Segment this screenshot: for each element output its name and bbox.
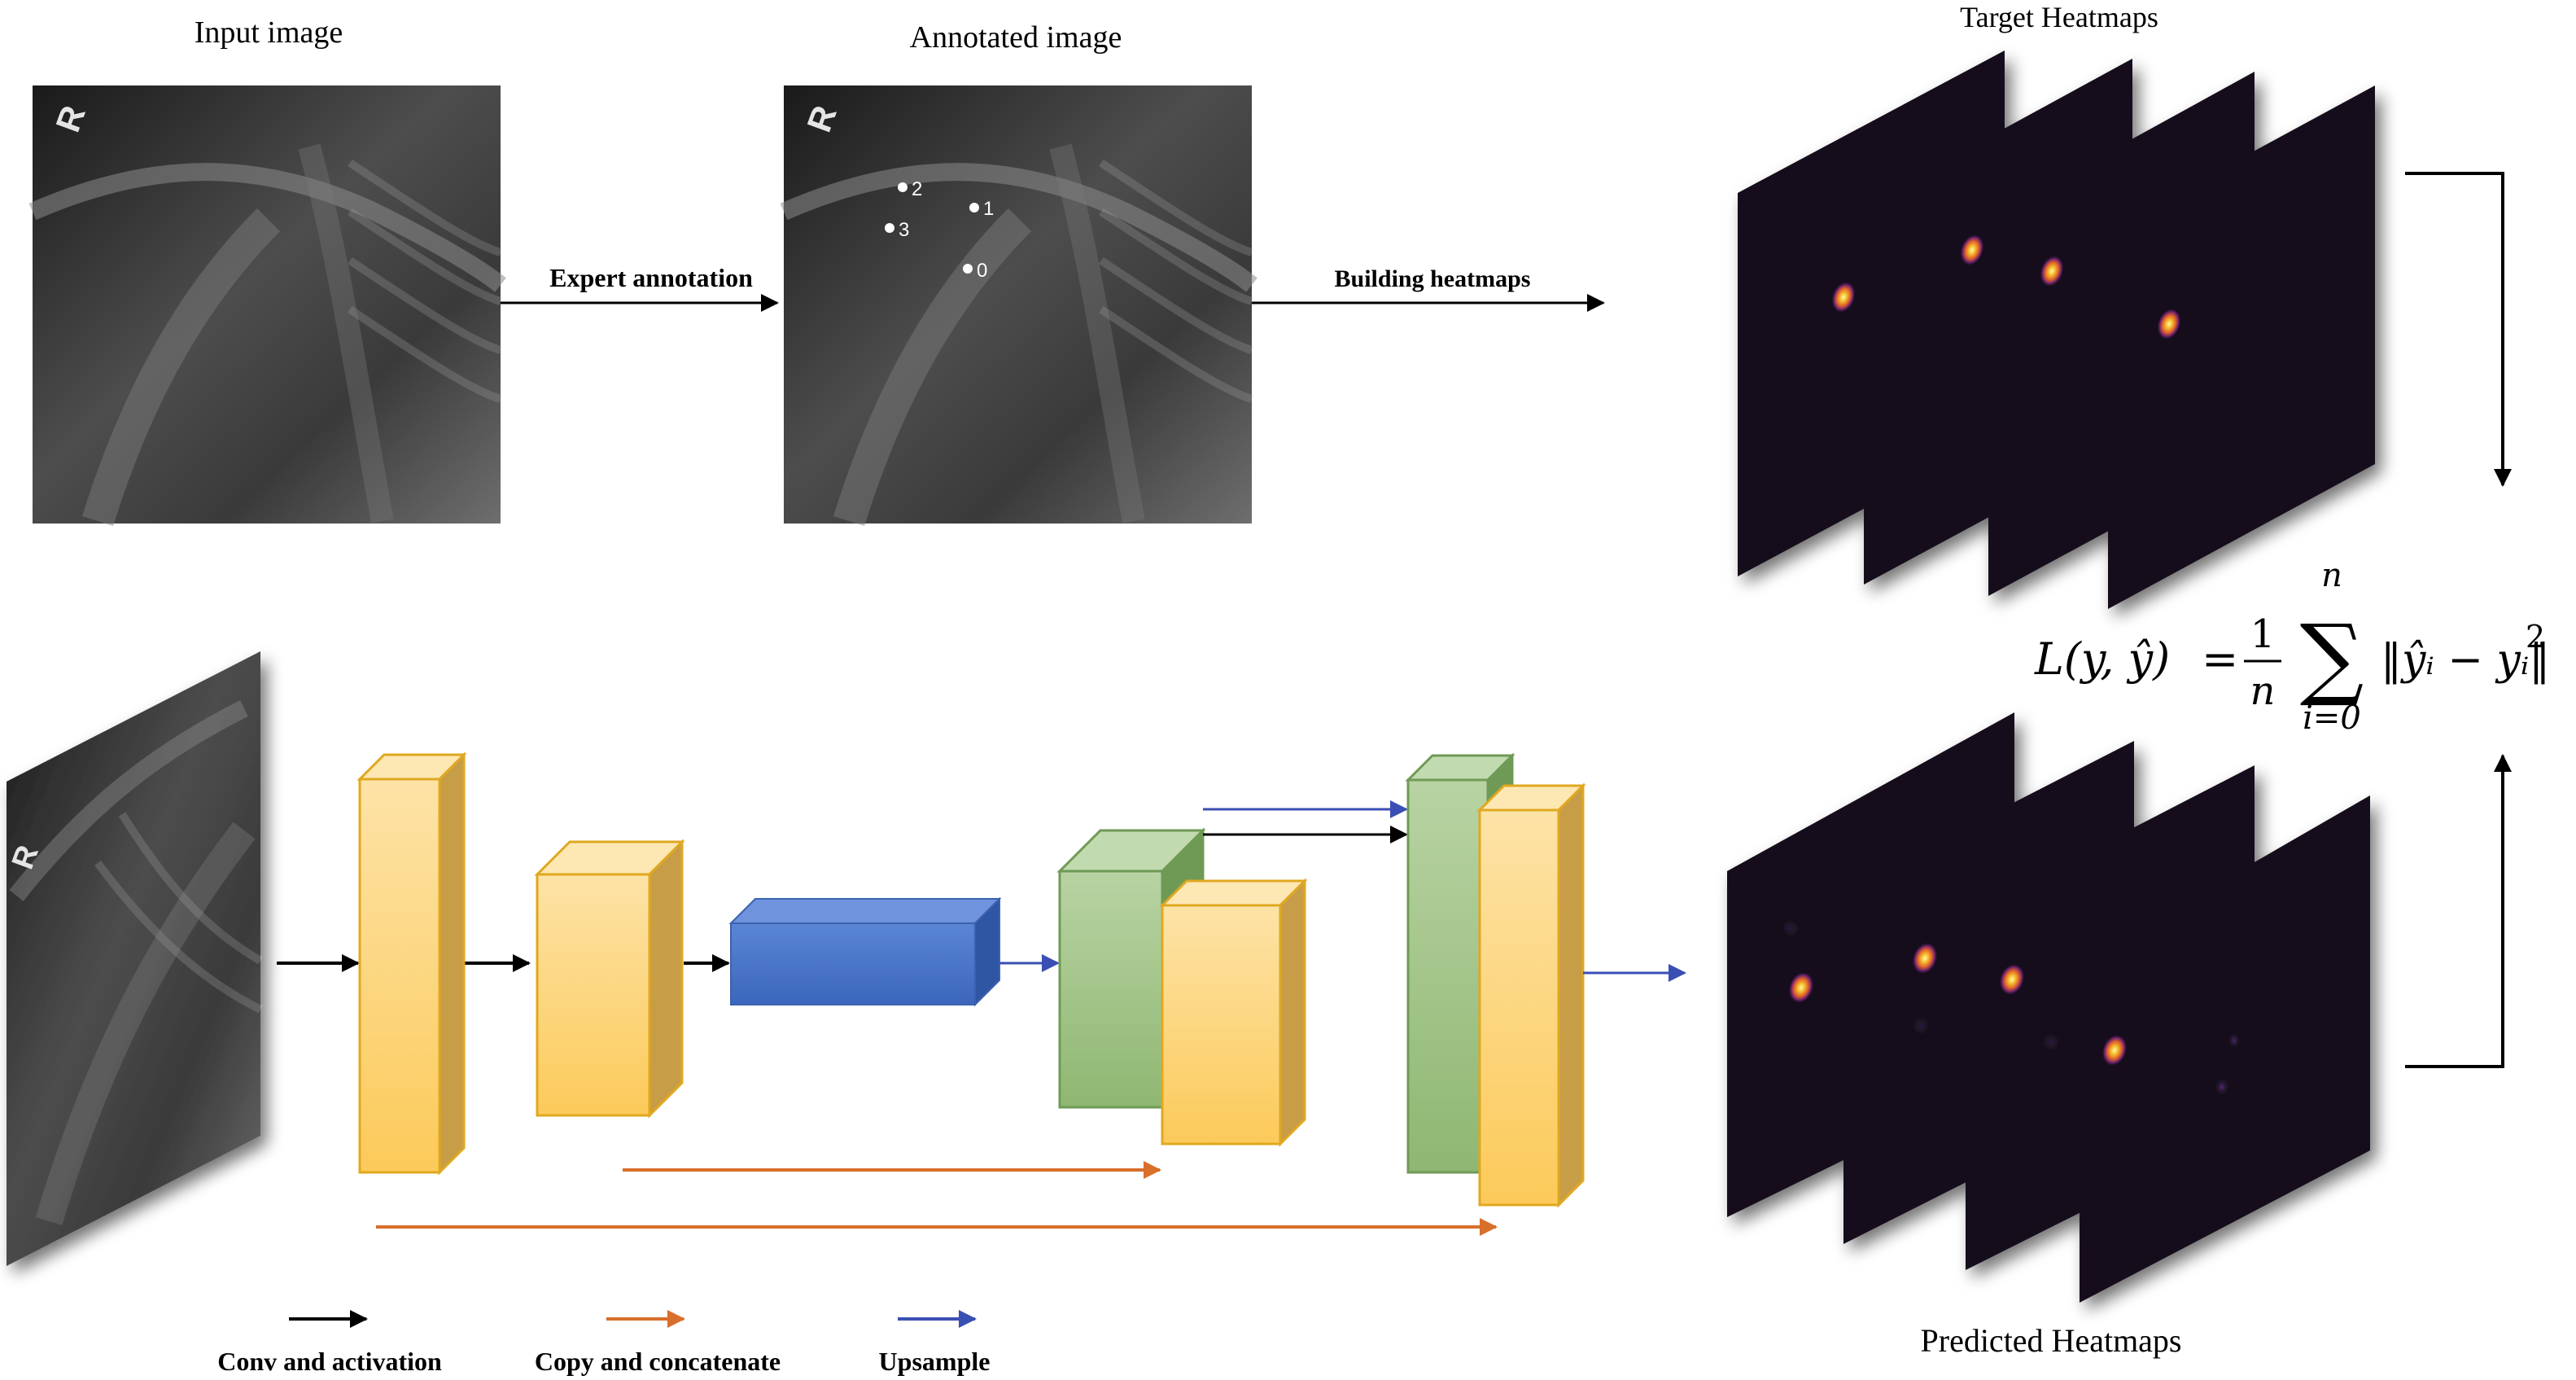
decoder-yellow-block-2 xyxy=(1476,782,1586,1208)
predicted-heatmap xyxy=(2080,795,2370,1303)
legend-copy-label: Copy and concatenate xyxy=(535,1347,781,1376)
encoder-block-1 xyxy=(356,751,467,1176)
landmark-label: 0 xyxy=(977,260,987,282)
expert-annotation-label: Expert annotation xyxy=(549,263,753,292)
loss-sum-lower: i=0 xyxy=(2303,699,2361,737)
legend: Conv and activation Copy and concatenate… xyxy=(217,1310,991,1376)
bottleneck-block xyxy=(728,896,1002,1007)
loss-term: ‖ŷᵢ − yᵢ‖ xyxy=(2381,636,2550,685)
landmark-label: 3 xyxy=(899,219,909,241)
loss-sum-upper: n xyxy=(2321,557,2342,594)
loss-lhs: L(y, ŷ) xyxy=(2034,633,2170,685)
network-input-xray: R xyxy=(6,651,263,1266)
landmark-point xyxy=(969,203,979,212)
annotated-xray-image: R 2 1 3 0 xyxy=(780,85,1257,526)
landmark-point xyxy=(898,182,908,192)
encoder-block-2 xyxy=(534,839,685,1119)
loss-sigma: ∑ xyxy=(2300,605,2364,709)
predicted-heatmaps-stack xyxy=(1727,712,2370,1303)
input-xray-image: R xyxy=(28,85,506,526)
annotated-image-title: Annotated image xyxy=(910,20,1122,55)
loss-equals: = xyxy=(2202,633,2238,685)
loss-bracket-top xyxy=(2405,172,2512,487)
landmark-label: 1 xyxy=(983,198,994,220)
landmark-label: 2 xyxy=(912,178,922,200)
target-heatmap xyxy=(2108,85,2375,609)
legend-conv-label: Conv and activation xyxy=(217,1347,442,1376)
loss-formula: L(y, ŷ) = 1 n n ∑ i=0 ‖ŷᵢ − yᵢ‖ 2 xyxy=(2034,557,2550,737)
loss-frac-den: n xyxy=(2250,668,2276,714)
landmark-point xyxy=(963,264,973,274)
legend-upsample-label: Upsample xyxy=(879,1347,991,1376)
decoder-yellow-block-1 xyxy=(1159,878,1308,1147)
building-heatmaps-label: Building heatmaps xyxy=(1335,265,1531,292)
landmark-point xyxy=(885,223,894,233)
predicted-heatmaps-title: Predicted Heatmaps xyxy=(1921,1322,2182,1359)
input-image-title: Input image xyxy=(195,15,343,50)
loss-bracket-bottom xyxy=(2405,754,2512,1068)
target-heatmaps-title: Target Heatmaps xyxy=(1960,1,2158,33)
loss-power: 2 xyxy=(2526,619,2545,655)
target-heatmaps-stack xyxy=(1738,50,2375,609)
loss-frac-num: 1 xyxy=(2250,611,2276,657)
